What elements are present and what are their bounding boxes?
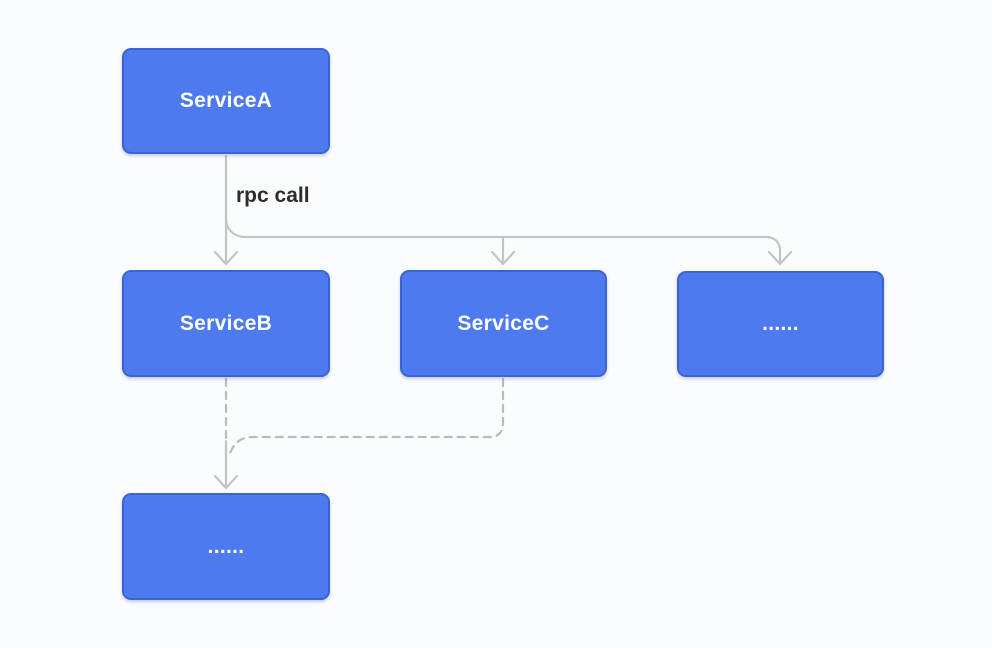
- node-label: ServiceC: [457, 311, 550, 335]
- edge-a-to-c: [224, 216, 516, 266]
- node-label: ServiceA: [179, 89, 273, 112]
- arrowhead-icon: [213, 250, 239, 266]
- node-more-downstream[interactable]: ......: [122, 493, 330, 600]
- node-service-a[interactable]: ServiceA: [122, 48, 330, 154]
- node-service-b[interactable]: ServiceB: [122, 270, 330, 377]
- node-more-services[interactable]: ......: [677, 271, 884, 377]
- edge-label-rpc-call: rpc call: [236, 184, 310, 207]
- edge-a-to-b: [213, 154, 239, 266]
- edge-merge-arrow: [213, 439, 239, 490]
- arrowhead-icon: [490, 250, 516, 266]
- arrowhead-icon: [767, 250, 793, 266]
- edge-c-to-bottom: [228, 377, 505, 455]
- node-label: ......: [762, 312, 799, 335]
- edge-a-to-more: [501, 235, 793, 266]
- node-label: ......: [207, 534, 245, 558]
- node-label: ServiceB: [179, 311, 273, 335]
- node-service-c[interactable]: ServiceC: [400, 270, 607, 377]
- arrowhead-icon: [213, 474, 239, 490]
